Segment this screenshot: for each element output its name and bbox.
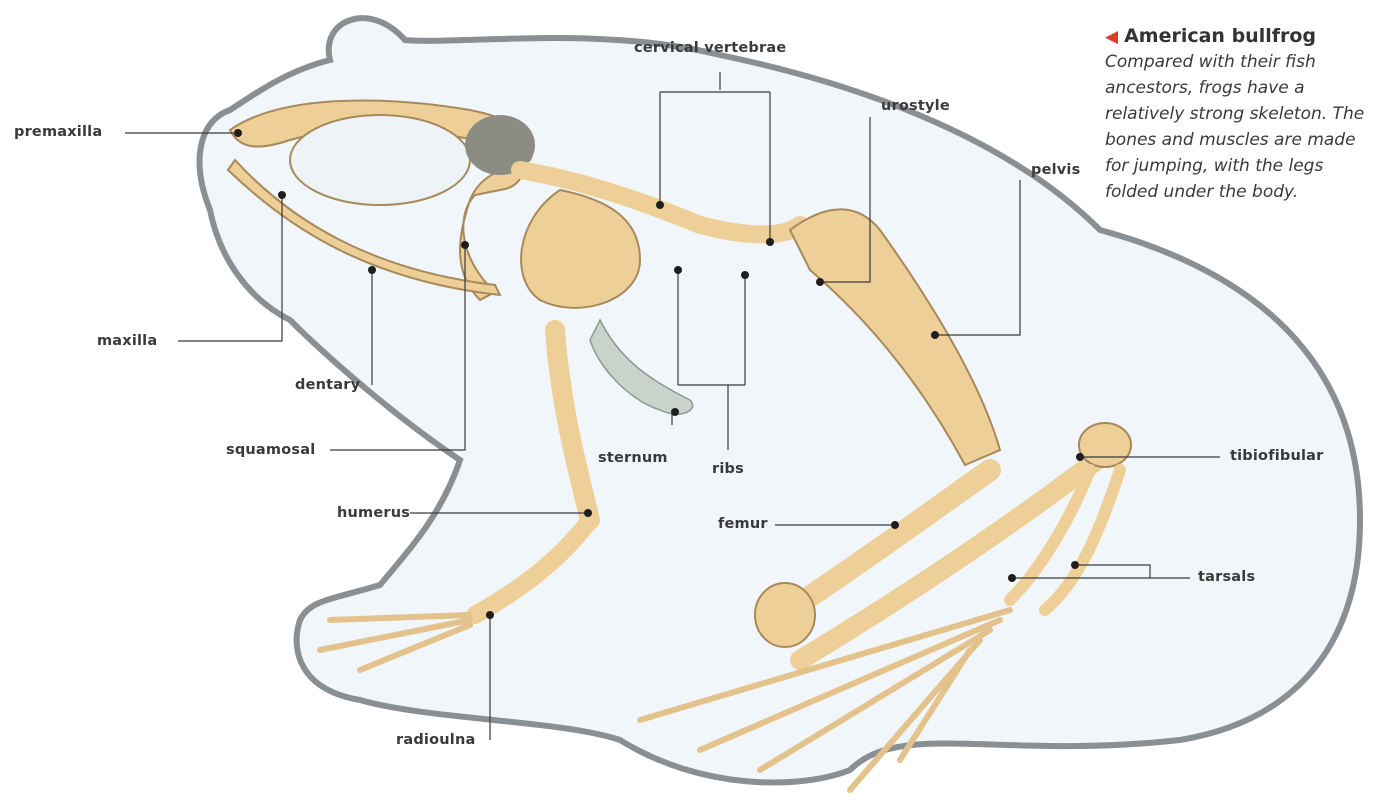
label-femur: femur [718, 516, 768, 532]
caption: ◀ American bullfrog Compared with their f… [1105, 25, 1375, 205]
knee-joint [755, 583, 815, 647]
label-maxilla: maxilla [97, 333, 157, 349]
label-tibiofibular: tibiofibular [1230, 448, 1324, 464]
triangle-left-icon: ◀ [1105, 27, 1118, 47]
label-squamosal: squamosal [226, 442, 315, 458]
label-ribs: ribs [712, 461, 744, 477]
caption-title-text: American bullfrog [1124, 25, 1316, 47]
label-humerus: humerus [337, 505, 410, 521]
label-urostyle: urostyle [881, 98, 950, 114]
caption-body: Compared with their fish ancestors, frog… [1105, 49, 1375, 205]
label-tarsals: tarsals [1198, 569, 1255, 585]
ankle-joint [1079, 423, 1131, 467]
label-cervical-vertebrae: cervical vertebrae [634, 40, 786, 56]
eye-socket [290, 115, 470, 205]
label-sternum: sternum [598, 450, 668, 466]
label-radioulna: radioulna [396, 732, 475, 748]
label-premaxilla: premaxilla [14, 124, 102, 140]
caption-title: ◀ American bullfrog [1105, 25, 1375, 47]
label-dentary: dentary [295, 377, 360, 393]
label-pelvis: pelvis [1031, 162, 1080, 178]
